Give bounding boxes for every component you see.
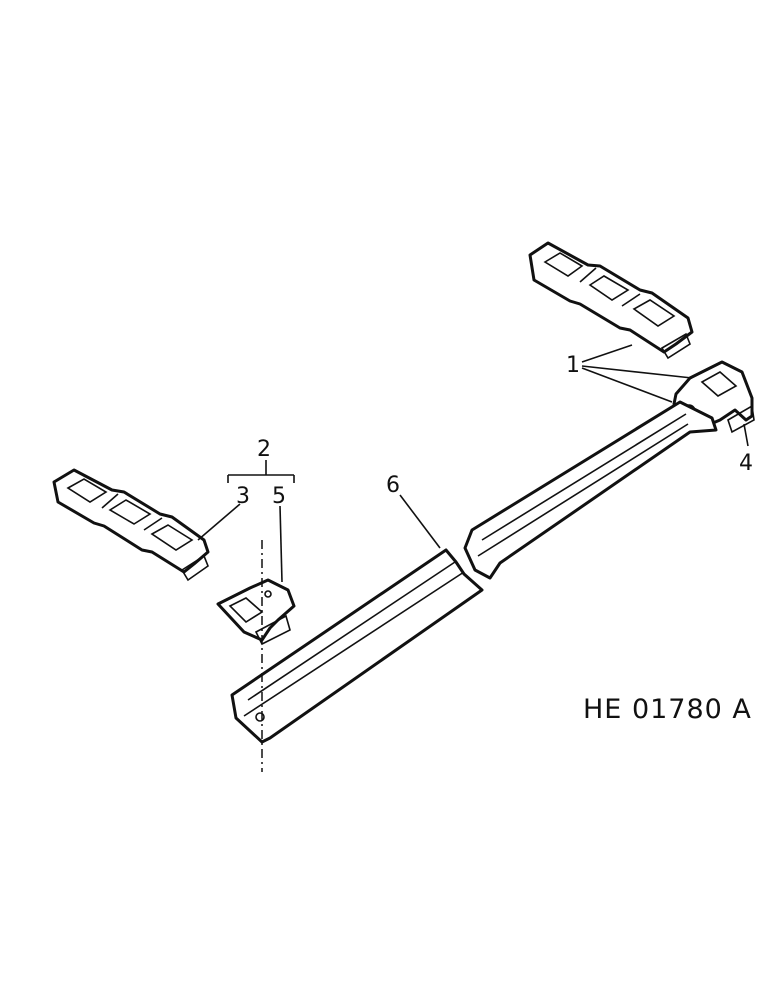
- callout-1: 1: [566, 353, 580, 378]
- single-link: [216, 578, 296, 646]
- angle-rail-lower: [230, 548, 484, 744]
- chain-section-left: [52, 468, 210, 582]
- chain-section-upper-right: [528, 241, 694, 360]
- callout-2: 2: [257, 437, 271, 462]
- callout-3: 3: [236, 484, 250, 509]
- leader-lines: [197, 344, 749, 583]
- callout-4: 4: [739, 451, 753, 476]
- callout-5: 5: [272, 484, 286, 509]
- callout-6: 6: [386, 473, 400, 498]
- figure-code: HE 01780 A: [583, 694, 752, 725]
- angle-rail-upper: [463, 400, 718, 580]
